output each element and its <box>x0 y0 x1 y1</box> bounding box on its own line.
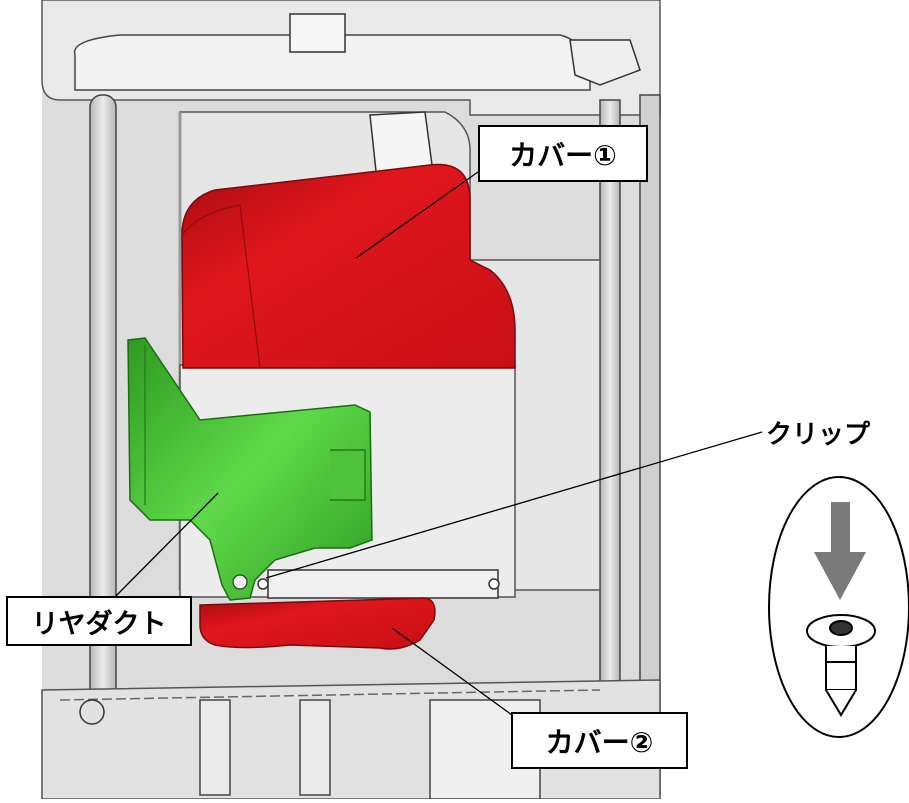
leader-cover-1 <box>355 171 479 259</box>
leader-clip <box>265 431 763 579</box>
leader-cover-2 <box>391 627 513 716</box>
rear-duct-label: リヤダクト <box>6 596 192 646</box>
clip-detail <box>768 476 909 738</box>
down-arrow-icon <box>814 502 866 600</box>
leader-lines <box>111 171 763 716</box>
clip-fastener-icon <box>806 614 876 717</box>
cover-2-label: カバー② <box>511 712 688 769</box>
cover-1-label: カバー① <box>478 125 648 182</box>
rear-duct-part <box>127 337 373 601</box>
cover-1-part <box>181 163 516 369</box>
leader-rear-duct <box>111 492 219 601</box>
cover-2-part <box>199 597 436 650</box>
clip-label: クリップ <box>766 420 871 450</box>
